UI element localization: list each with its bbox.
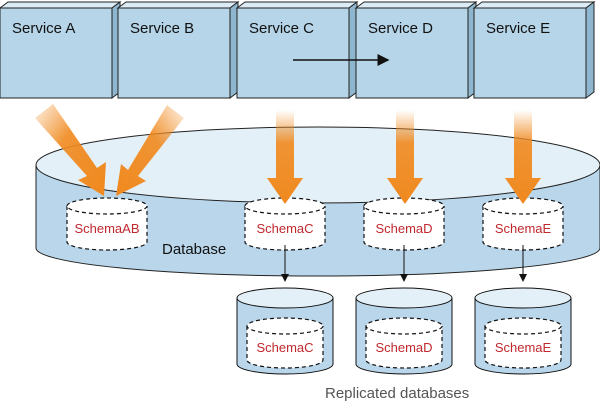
schema-e: SchemaE [482, 197, 564, 251]
replicated-db-d: SchemaD [355, 287, 453, 375]
service-label-b: Service B [130, 20, 194, 37]
database-label: Database [162, 241, 226, 258]
service-c-arrow [267, 110, 303, 204]
schema-d: SchemaD [363, 197, 445, 251]
schema-c-label: SchemaC [256, 221, 313, 236]
replicated-schema-d: SchemaD [365, 317, 443, 369]
replicated-schema-d-label: SchemaD [375, 340, 432, 355]
service-box-b: Service B [116, 1, 240, 99]
service-label-d: Service D [368, 20, 433, 37]
replicated-schema-e-label: SchemaE [495, 340, 552, 355]
replicated-schema-c-label: SchemaC [256, 340, 313, 355]
service-d-arrow [387, 110, 423, 204]
replication-arrows [281, 245, 527, 282]
schema-d-label: SchemaD [375, 221, 432, 236]
service-box-e: Service E [472, 1, 596, 99]
replicated-databases-label: Replicated databases [325, 385, 469, 402]
schema-ab-label: SchemaAB [74, 221, 139, 236]
service-box-a: Service A [0, 1, 122, 99]
replicated-schema-c: SchemaC [246, 317, 324, 369]
replicated-db-e: SchemaE [474, 287, 572, 375]
replicated-db-c: SchemaC [236, 287, 334, 375]
schema-c: SchemaC [244, 197, 326, 251]
service-label-c: Service C [249, 20, 314, 37]
service-e-arrow [505, 110, 541, 204]
service-label-a: Service A [12, 20, 75, 37]
service-label-e: Service E [486, 20, 550, 37]
service-box-c: Service C [235, 1, 359, 99]
replicated-schema-e: SchemaE [484, 317, 562, 369]
schema-ab: SchemaAB [66, 197, 148, 251]
service-b-arrow [116, 105, 184, 196]
service-a-arrow [35, 104, 106, 196]
service-box-d: Service D [354, 1, 478, 99]
schema-e-label: SchemaE [495, 221, 552, 236]
